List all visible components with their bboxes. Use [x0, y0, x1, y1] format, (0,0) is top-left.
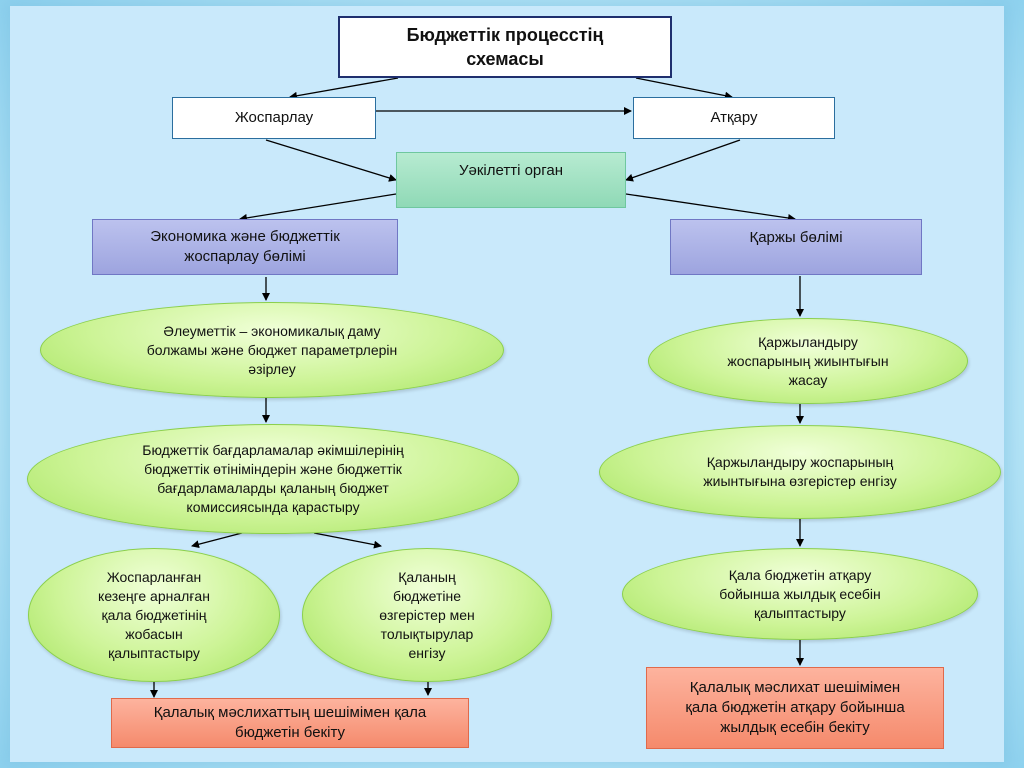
econ-dept-box: Экономика және бюджеттік жоспарлау бөлім… [92, 219, 398, 275]
arrow-authority-to-econ [239, 193, 397, 222]
arrow-title-to-execution [635, 77, 733, 100]
arrow-authority-to-finance [625, 193, 796, 222]
approve-report-box: Қалалық мәслихат шешімімен қала бюджетін… [646, 667, 944, 749]
forecast-label: Әлеуметтік – экономикалық даму болжамы ж… [146, 322, 398, 377]
finance-dept-label: Қаржы бөлімі [749, 229, 843, 246]
amendments-label: Қаланың бюджетіне өзгерістер мен толықты… [379, 568, 475, 661]
financing-plan-label: Қаржыландыру жоспарының жиынтығын жасау [727, 333, 889, 388]
approve-report-label: Қалалық мәслихат шешімімен қала бюджетін… [685, 679, 905, 736]
amendments-ellipse: Қаланың бюджетіне өзгерістер мен толықты… [302, 548, 552, 682]
forecast-ellipse: Әлеуметтік – экономикалық даму болжамы ж… [40, 302, 504, 398]
arrow-planning-to-authority [265, 139, 397, 182]
arrow-review-to-amendments [313, 532, 382, 549]
diagram-title-text: Бюджеттік процесстің схемасы [406, 25, 604, 69]
arrow-title-to-planning [289, 77, 399, 100]
execution-box: Атқару [633, 97, 835, 139]
diagram-title: Бюджеттік процесстің схемасы [338, 16, 672, 78]
financing-changes-label: Қаржыландыру жоспарының жиынтығына өзгер… [703, 454, 897, 489]
annual-report-label: Қала бюджетін атқару бойынша жылдық есеб… [719, 566, 881, 621]
arrow-execution-to-authority [625, 139, 741, 182]
econ-dept-label: Экономика және бюджеттік жоспарлау бөлім… [150, 228, 340, 265]
financing-plan-ellipse: Қаржыландыру жоспарының жиынтығын жасау [648, 318, 968, 404]
planning-label: Жоспарлау [234, 109, 314, 126]
annual-report-ellipse: Қала бюджетін атқару бойынша жылдық есеб… [622, 548, 978, 640]
approve-budget-box: Қалалық мәслихаттың шешімімен қала бюдже… [111, 698, 469, 748]
draft-budget-ellipse: Жоспарланған кезеңге арналған қала бюдже… [28, 548, 280, 682]
planning-box: Жоспарлау [172, 97, 376, 139]
review-applications-label: Бюджеттік бағдарламалар әкімшілерінің бю… [142, 442, 404, 515]
approve-budget-label: Қалалық мәслихаттың шешімімен қала бюдже… [153, 704, 427, 741]
arrow-review-to-draft [191, 532, 243, 549]
draft-budget-label: Жоспарланған кезеңге арналған қала бюдже… [98, 568, 210, 661]
finance-dept-box: Қаржы бөлімі [670, 219, 922, 275]
execution-label: Атқару [710, 109, 758, 126]
financing-changes-ellipse: Қаржыландыру жоспарының жиынтығына өзгер… [599, 425, 1001, 519]
review-applications-ellipse: Бюджеттік бағдарламалар әкімшілерінің бю… [27, 424, 519, 534]
authority-box: Уәкілетті орган [396, 152, 626, 208]
authority-label: Уәкілетті орган [458, 162, 564, 179]
